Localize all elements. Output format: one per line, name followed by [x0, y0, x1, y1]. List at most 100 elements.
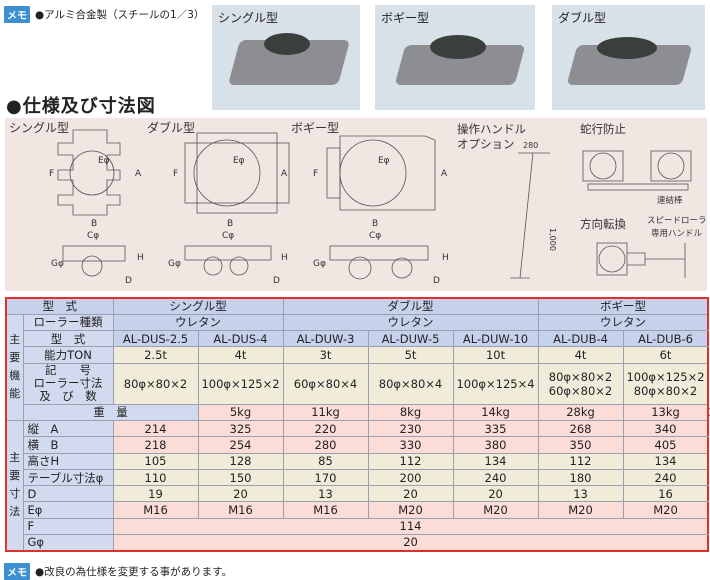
- cell: 80φ×80×2: [112, 362, 199, 405]
- roller-type-label: ローラー種類: [22, 313, 114, 332]
- cell: 8kg: [367, 403, 454, 421]
- cell: 180: [537, 468, 624, 487]
- cell: 254: [197, 436, 284, 454]
- cell: 3t: [282, 346, 369, 364]
- svg-text:H: H: [281, 253, 288, 263]
- dimension-label: Eφ: [22, 501, 114, 519]
- memo-badge: メモ: [4, 563, 30, 580]
- dimension-label: 横 B: [22, 436, 114, 454]
- cell: 60φ×80×4: [282, 362, 369, 405]
- photo-caption: シングル型: [218, 11, 279, 25]
- cell: M20: [537, 501, 624, 519]
- svg-text:Gφ: Gφ: [168, 259, 181, 269]
- group-double: ダブル型: [282, 297, 539, 315]
- cell: 350: [537, 436, 624, 454]
- svg-text:D: D: [125, 276, 132, 286]
- g-label: Gφ: [22, 534, 114, 552]
- model-cell: AL-DUW-3: [282, 330, 369, 348]
- side-label-dimensions: 主要寸法: [5, 419, 24, 552]
- cell: 10t: [452, 346, 539, 364]
- dimension-label: 高さH: [22, 452, 114, 470]
- cell: 134: [622, 452, 709, 470]
- cell: M16: [112, 501, 199, 519]
- cell: 170: [282, 468, 369, 487]
- cell: 20: [197, 485, 284, 503]
- cell: M20: [367, 501, 454, 519]
- svg-text:B: B: [227, 219, 233, 229]
- model-cell: AL-DUS-2.5: [112, 330, 199, 348]
- cell: 200: [367, 468, 454, 487]
- cell: M20: [452, 501, 539, 519]
- cell: 20: [452, 485, 539, 503]
- cell: 5kg: [197, 403, 284, 421]
- model-cell: AL-DUB-6: [622, 330, 709, 348]
- group-bogie: ボギー型: [537, 297, 709, 315]
- cell: 405: [622, 436, 709, 454]
- cell: 20: [367, 485, 454, 503]
- cell: 100φ×125×4: [452, 362, 539, 405]
- cell: 280: [282, 436, 369, 454]
- cell: 240: [452, 468, 539, 487]
- cell: 112: [537, 452, 624, 470]
- memo-bottom: メモ ●改良の為仕様を変更する事があります。: [4, 563, 232, 580]
- svg-text:Eφ: Eφ: [233, 156, 245, 166]
- type-header: 型 式: [5, 297, 114, 315]
- svg-text:Gφ: Gφ: [51, 259, 64, 269]
- svg-text:H: H: [137, 253, 144, 263]
- svg-text:A: A: [281, 169, 288, 179]
- svg-text:F: F: [49, 169, 54, 179]
- cell: 4t: [197, 346, 284, 364]
- bogie-drawing: ボギー型 Eφ A F B Cφ Gφ H D: [291, 121, 449, 286]
- svg-text:F: F: [313, 169, 318, 179]
- photo-caption: ダブル型: [558, 11, 607, 25]
- cell: M16: [282, 501, 369, 519]
- model-cell: AL-DUB-4: [537, 330, 624, 348]
- svg-text:H: H: [442, 253, 449, 263]
- svg-text:オプション: オプション: [457, 137, 515, 151]
- cell: 114: [112, 517, 709, 536]
- cell: 13kg: [622, 403, 709, 421]
- cell: M20: [622, 501, 709, 519]
- cell: 105: [112, 452, 199, 470]
- dimension-drawings: シングル型 Eφ A F B Cφ Gφ H D ダブル型 Eφ A F B C…: [5, 118, 707, 291]
- svg-text:B: B: [91, 219, 97, 229]
- cell: 5t: [367, 346, 454, 364]
- svg-text:スピードローラー: スピードローラー: [647, 216, 707, 226]
- cell: ウレタン: [537, 313, 709, 332]
- cell: 6t: [622, 346, 709, 364]
- cell: 268: [537, 419, 624, 438]
- f-label: F: [22, 517, 114, 536]
- svg-text:Gφ: Gφ: [313, 259, 326, 269]
- svg-text:1,000: 1,000: [548, 228, 557, 251]
- svg-text:Cφ: Cφ: [87, 231, 99, 241]
- svg-text:D: D: [433, 276, 440, 286]
- cell: 335: [452, 419, 539, 438]
- cell: 330: [367, 436, 454, 454]
- roller-table: [264, 33, 310, 55]
- cell: 2.5t: [112, 346, 199, 364]
- cell: 214: [112, 419, 199, 438]
- svg-text:A: A: [135, 169, 142, 179]
- dimension-label: D: [22, 485, 114, 503]
- memo-text: ●アルミ合金製（スチールの1／3）: [35, 9, 205, 21]
- cell: 28kg: [537, 403, 624, 421]
- model-cell: AL-DUS-4: [197, 330, 284, 348]
- cell: 230: [367, 419, 454, 438]
- cell: 13: [282, 485, 369, 503]
- model-cell: AL-DUW-10: [452, 330, 539, 348]
- cell: 112: [367, 452, 454, 470]
- direction-change-drawing: 方向転換 スピードローラー 専用ハンドル: [580, 216, 707, 278]
- cell: 14kg: [452, 403, 539, 421]
- cell: 218: [112, 436, 199, 454]
- snake-prevention-drawing: 蛇行防止 連結棒: [580, 122, 692, 206]
- model-cell: AL-DUW-5: [367, 330, 454, 348]
- cell: ウレタン: [282, 313, 539, 332]
- dimension-label: テーブル寸法φ: [22, 468, 114, 487]
- cell: 110: [112, 468, 199, 487]
- roller-table: [430, 35, 486, 59]
- cell: 100φ×125×2: [197, 362, 284, 405]
- cell: 13: [537, 485, 624, 503]
- svg-text:操作ハンドル: 操作ハンドル: [457, 122, 526, 136]
